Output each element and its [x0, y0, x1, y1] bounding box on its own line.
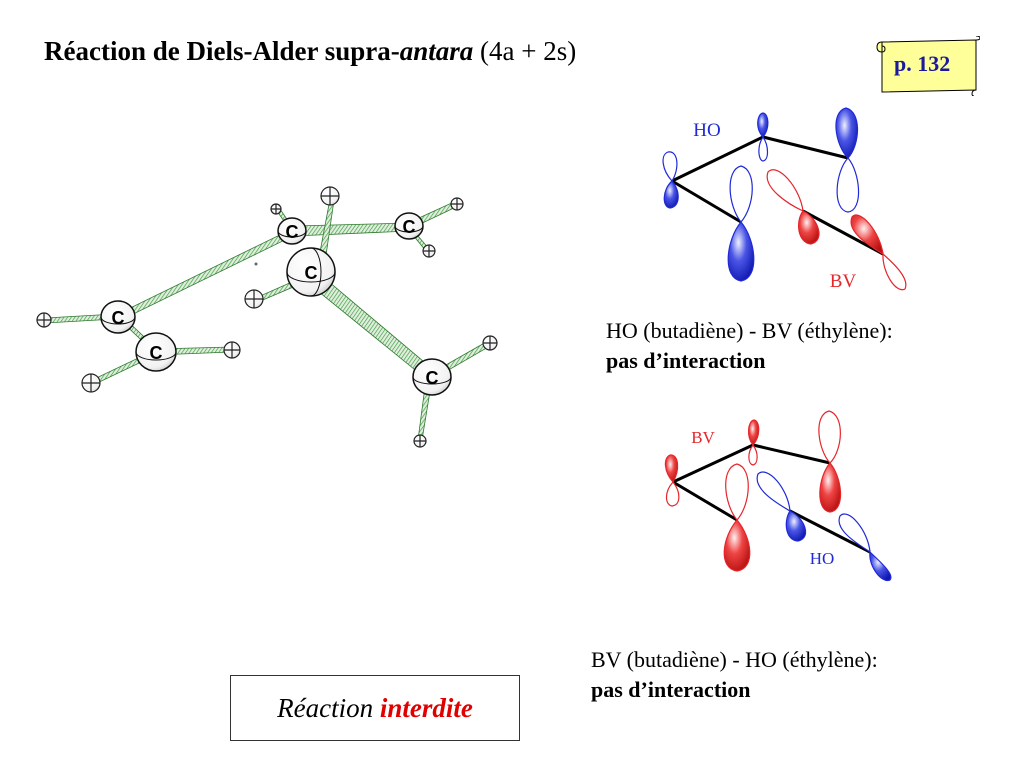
bond-c2-c3 [293, 222, 411, 237]
carbon-atom-c4: C [286, 247, 336, 297]
diagram2-label-top: BV [691, 428, 715, 447]
orbital-lobe [850, 214, 884, 256]
hydrogen-atom-icon [482, 335, 498, 351]
orbital-lobe [818, 410, 841, 464]
diene-skeleton [672, 443, 871, 554]
caption-2-line-1: BV (butadiène) - HO (éthylène): [591, 647, 878, 672]
bond-c1-c2 [117, 228, 296, 321]
orbital-lobe [748, 443, 758, 466]
orbital-diagram-1: HO BV [662, 107, 907, 292]
caption-1-line-2: pas d’interaction [606, 348, 766, 373]
carbon-label: C [150, 343, 163, 363]
carbon-label: C [426, 368, 439, 388]
homo-ethylene-lobes [756, 471, 892, 582]
scroll-shape-icon [876, 36, 980, 96]
page-reference: p. 132 [894, 51, 951, 76]
carbon-label: C [286, 222, 299, 242]
hydrogen-atom-icon [270, 203, 282, 215]
verdict-emphasis: interdite [379, 693, 473, 723]
orbital-lobe [663, 180, 679, 209]
hydrogen-atom-icon [413, 434, 427, 448]
lumo-ethylene-lobes [766, 169, 907, 291]
hydrogen-atom-icon [244, 289, 264, 309]
orbital-lobe [766, 169, 804, 213]
caption-homo-lumo: HO (butadiène) - BV (éthylène): pas d’in… [606, 316, 893, 376]
hydrogen-atoms [36, 186, 498, 448]
orbital-lobe [835, 107, 858, 159]
title-prefix: Réaction de Diels-Alder supra- [44, 36, 400, 66]
carbon-atom-c3: C [394, 212, 424, 240]
diene-skeleton [671, 135, 884, 256]
orbital-lobe [869, 550, 892, 582]
carbon-atom-c2: C [277, 217, 307, 245]
hydrogen-atom-icon [450, 197, 464, 211]
carbon-label: C [112, 308, 125, 328]
orbital-lobe [838, 513, 871, 554]
carbon-atom-c6: C [135, 332, 177, 372]
page-reference-scroll: p. 132 [876, 36, 980, 96]
reaction-verdict-box: Réaction interdite [230, 675, 520, 741]
orbital-lobe [756, 471, 791, 513]
orbital-lobe [725, 463, 749, 521]
orbital-lobe [727, 221, 755, 282]
orbital-lobe [664, 454, 679, 484]
hydrogen-atom-icon [320, 186, 340, 206]
orbital-lobe [785, 510, 807, 542]
orbital-lobe [662, 151, 678, 182]
hydrogen-atom-icon [223, 341, 241, 359]
diagram2-label-bottom: HO [810, 549, 835, 568]
orbital-lobe [757, 112, 769, 138]
orbital-lobe [748, 419, 760, 446]
caption-1-line-1: HO (butadiène) - BV (éthylène): [606, 318, 893, 343]
molecule-3d-model: C C C C C [36, 186, 498, 448]
carbon-atom-c1: C [100, 300, 136, 334]
orbital-lobe [758, 135, 769, 162]
orbital-lobe [665, 481, 680, 507]
lumo-butadiene-lobes [664, 410, 842, 572]
slide-title: Réaction de Diels-Alder supra-antara (4a… [44, 36, 576, 67]
orbital-lobe [819, 462, 842, 513]
tiny-dot [254, 262, 258, 266]
caption-2-line-2: pas d’interaction [591, 677, 751, 702]
carbon-atom-c5: C [412, 358, 452, 396]
orbital-lobe [797, 210, 820, 245]
orbital-lobe [836, 157, 860, 213]
hydrogen-atom-icon [422, 244, 436, 258]
hydrogen-atom-icon [81, 373, 101, 393]
carbon-label: C [403, 217, 416, 237]
verdict-text: Réaction [277, 693, 380, 723]
title-suffix: (4a + 2s) [473, 36, 577, 66]
diagram1-label-bottom: BV [830, 271, 857, 292]
carbon-label: C [305, 263, 318, 283]
orbital-lobe [723, 519, 751, 572]
carbon-atoms: C C C C C [100, 212, 452, 396]
hydrogen-atom-icon [36, 312, 52, 328]
orbital-diagram-2: BV HO [664, 410, 892, 582]
title-italic: antara [399, 36, 474, 66]
diagram1-label-top: HO [693, 120, 720, 141]
orbital-lobe [882, 252, 907, 291]
caption-lumo-homo: BV (butadiène) - HO (éthylène): pas d’in… [591, 645, 878, 705]
orbital-lobe [729, 165, 753, 223]
homo-butadiene-lobes [662, 107, 860, 282]
